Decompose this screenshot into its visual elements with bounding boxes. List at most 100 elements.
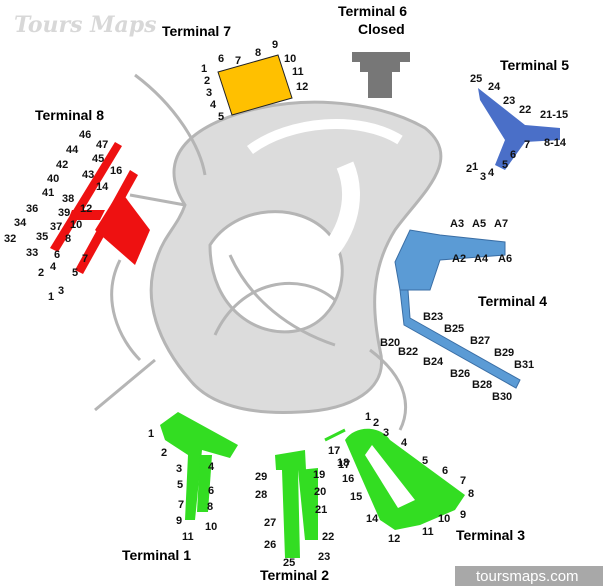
t8-gate-label: 46	[79, 129, 91, 141]
t1-gate-label: 2	[161, 447, 167, 459]
t1-gate-label: 1	[148, 428, 154, 440]
terminal-3-title: Terminal 3	[456, 527, 525, 543]
t2-gate-label: 22	[322, 531, 334, 543]
t4-gate-label: A3	[450, 218, 464, 230]
terminal-4-b-concourse	[399, 289, 521, 389]
t3-gate-label: 6	[442, 465, 448, 477]
terminal-8-concourse-west	[50, 142, 122, 252]
terminal-3-courtyard	[365, 445, 415, 508]
t7-gate-label: 8	[255, 47, 261, 59]
t3-gate-label: 7	[460, 475, 466, 487]
road-northwest	[134, 73, 207, 176]
t8-gate-label: 5	[72, 267, 78, 279]
terminal-7-title: Terminal 7	[162, 23, 231, 39]
t2-gate-label: 23	[318, 551, 330, 563]
t7-gate-label: 3	[206, 87, 212, 99]
t2-gate-label: 29	[255, 471, 267, 483]
terminal-5-title: Terminal 5	[500, 57, 569, 73]
terminal-1-title: Terminal 1	[122, 547, 191, 563]
t5-gate-label: 3	[480, 171, 486, 183]
t8-gate-label: 14	[96, 181, 109, 193]
t8-gate-label: 10	[70, 219, 82, 231]
t2-gate-label: 19	[313, 469, 325, 481]
t8-gate-label: 43	[82, 169, 94, 181]
t8-gate-label: 38	[62, 193, 74, 205]
terminal-5-building	[478, 88, 560, 170]
road-west-curve	[110, 259, 142, 362]
t1-gate-label: 5	[177, 479, 183, 491]
t2-gate-label: 26	[264, 539, 276, 551]
t7-gate-label: 1	[201, 63, 207, 75]
terminal-6-building	[352, 52, 410, 98]
t3-gate-label: 3	[383, 427, 389, 439]
t4-gate-label: B30	[492, 391, 512, 403]
t3-gate-label: 9	[460, 509, 466, 521]
terminal-4-main	[394, 229, 506, 291]
terminal-2-building	[275, 450, 306, 558]
terminal-6-title: Terminal 6	[338, 3, 407, 19]
t4-gate-label: B29	[494, 347, 514, 359]
t3-gate-label: 1	[365, 411, 371, 423]
terminal-1-building	[160, 412, 238, 520]
t8-gate-label: 40	[47, 173, 59, 185]
loop-connector-2	[228, 254, 336, 347]
t8-gate-label: 39	[58, 207, 70, 219]
terminal-2-title: Terminal 2	[260, 567, 329, 583]
t8-gate-label: 1	[48, 291, 54, 303]
t4-gate-label: B27	[470, 335, 490, 347]
t3-gate-label: 2	[373, 417, 379, 429]
t8-gate-label: 32	[4, 233, 16, 245]
terminal-1-concourse	[197, 455, 212, 512]
t7-gate-label: 12	[296, 81, 308, 93]
t8-gate-label: 16	[110, 165, 122, 177]
loop-connector	[213, 281, 336, 336]
t7-gate-label: 4	[210, 99, 217, 111]
t3-gate-label: 16	[342, 473, 354, 485]
t3-gate-label: 12	[388, 533, 400, 545]
t8-gate-label: 36	[26, 203, 38, 215]
t1-gate-label: 7	[178, 499, 184, 511]
t8-gate-label: 34	[14, 217, 27, 229]
t5-gate-label: 6	[510, 149, 516, 161]
t4-gate-label: B25	[444, 323, 464, 335]
t3-gate-label: 4	[401, 437, 408, 449]
t8-gate-label: 42	[56, 159, 68, 171]
t1-gate-label: 4	[208, 461, 215, 473]
t1-gate-label: 3	[176, 463, 182, 475]
terminal-2-concourse	[298, 468, 318, 540]
t5-gate-label: 23	[503, 95, 515, 107]
terminal-7-building	[217, 54, 293, 116]
t8-gate-label: 12	[80, 203, 92, 215]
t4-gate-label: B31	[514, 359, 534, 371]
site-credit-bar	[455, 566, 603, 586]
t4-gate-label: B23	[423, 311, 443, 323]
t5-gate-label: 21-15	[540, 109, 568, 121]
t4-gate-label: A5	[472, 218, 486, 230]
t3-gate-label: 17	[338, 459, 350, 471]
inner-loop-road	[247, 119, 403, 155]
terminal-8-connector	[68, 210, 105, 220]
t8-gate-label: 6	[54, 249, 60, 261]
t2-gate-label: 27	[264, 517, 276, 529]
t4-gate-label: B22	[398, 346, 418, 358]
t4-gate-label: B20	[380, 337, 400, 349]
site-credit-text: toursmaps.com	[476, 568, 579, 585]
t5-gate-label: 7	[524, 139, 530, 151]
t8-gate-label: 4	[50, 261, 57, 273]
t3-gate-label: 11	[422, 526, 434, 538]
t8-gate-label: 2	[38, 267, 44, 279]
t4-gate-label: A2	[452, 253, 466, 265]
t3-gate-label: 15	[350, 491, 362, 503]
t2-gate-label: 21	[315, 504, 327, 516]
t3-gate-label: 10	[438, 513, 450, 525]
t7-gate-label: 2	[204, 75, 210, 87]
t1-gate-label: 10	[205, 521, 217, 533]
